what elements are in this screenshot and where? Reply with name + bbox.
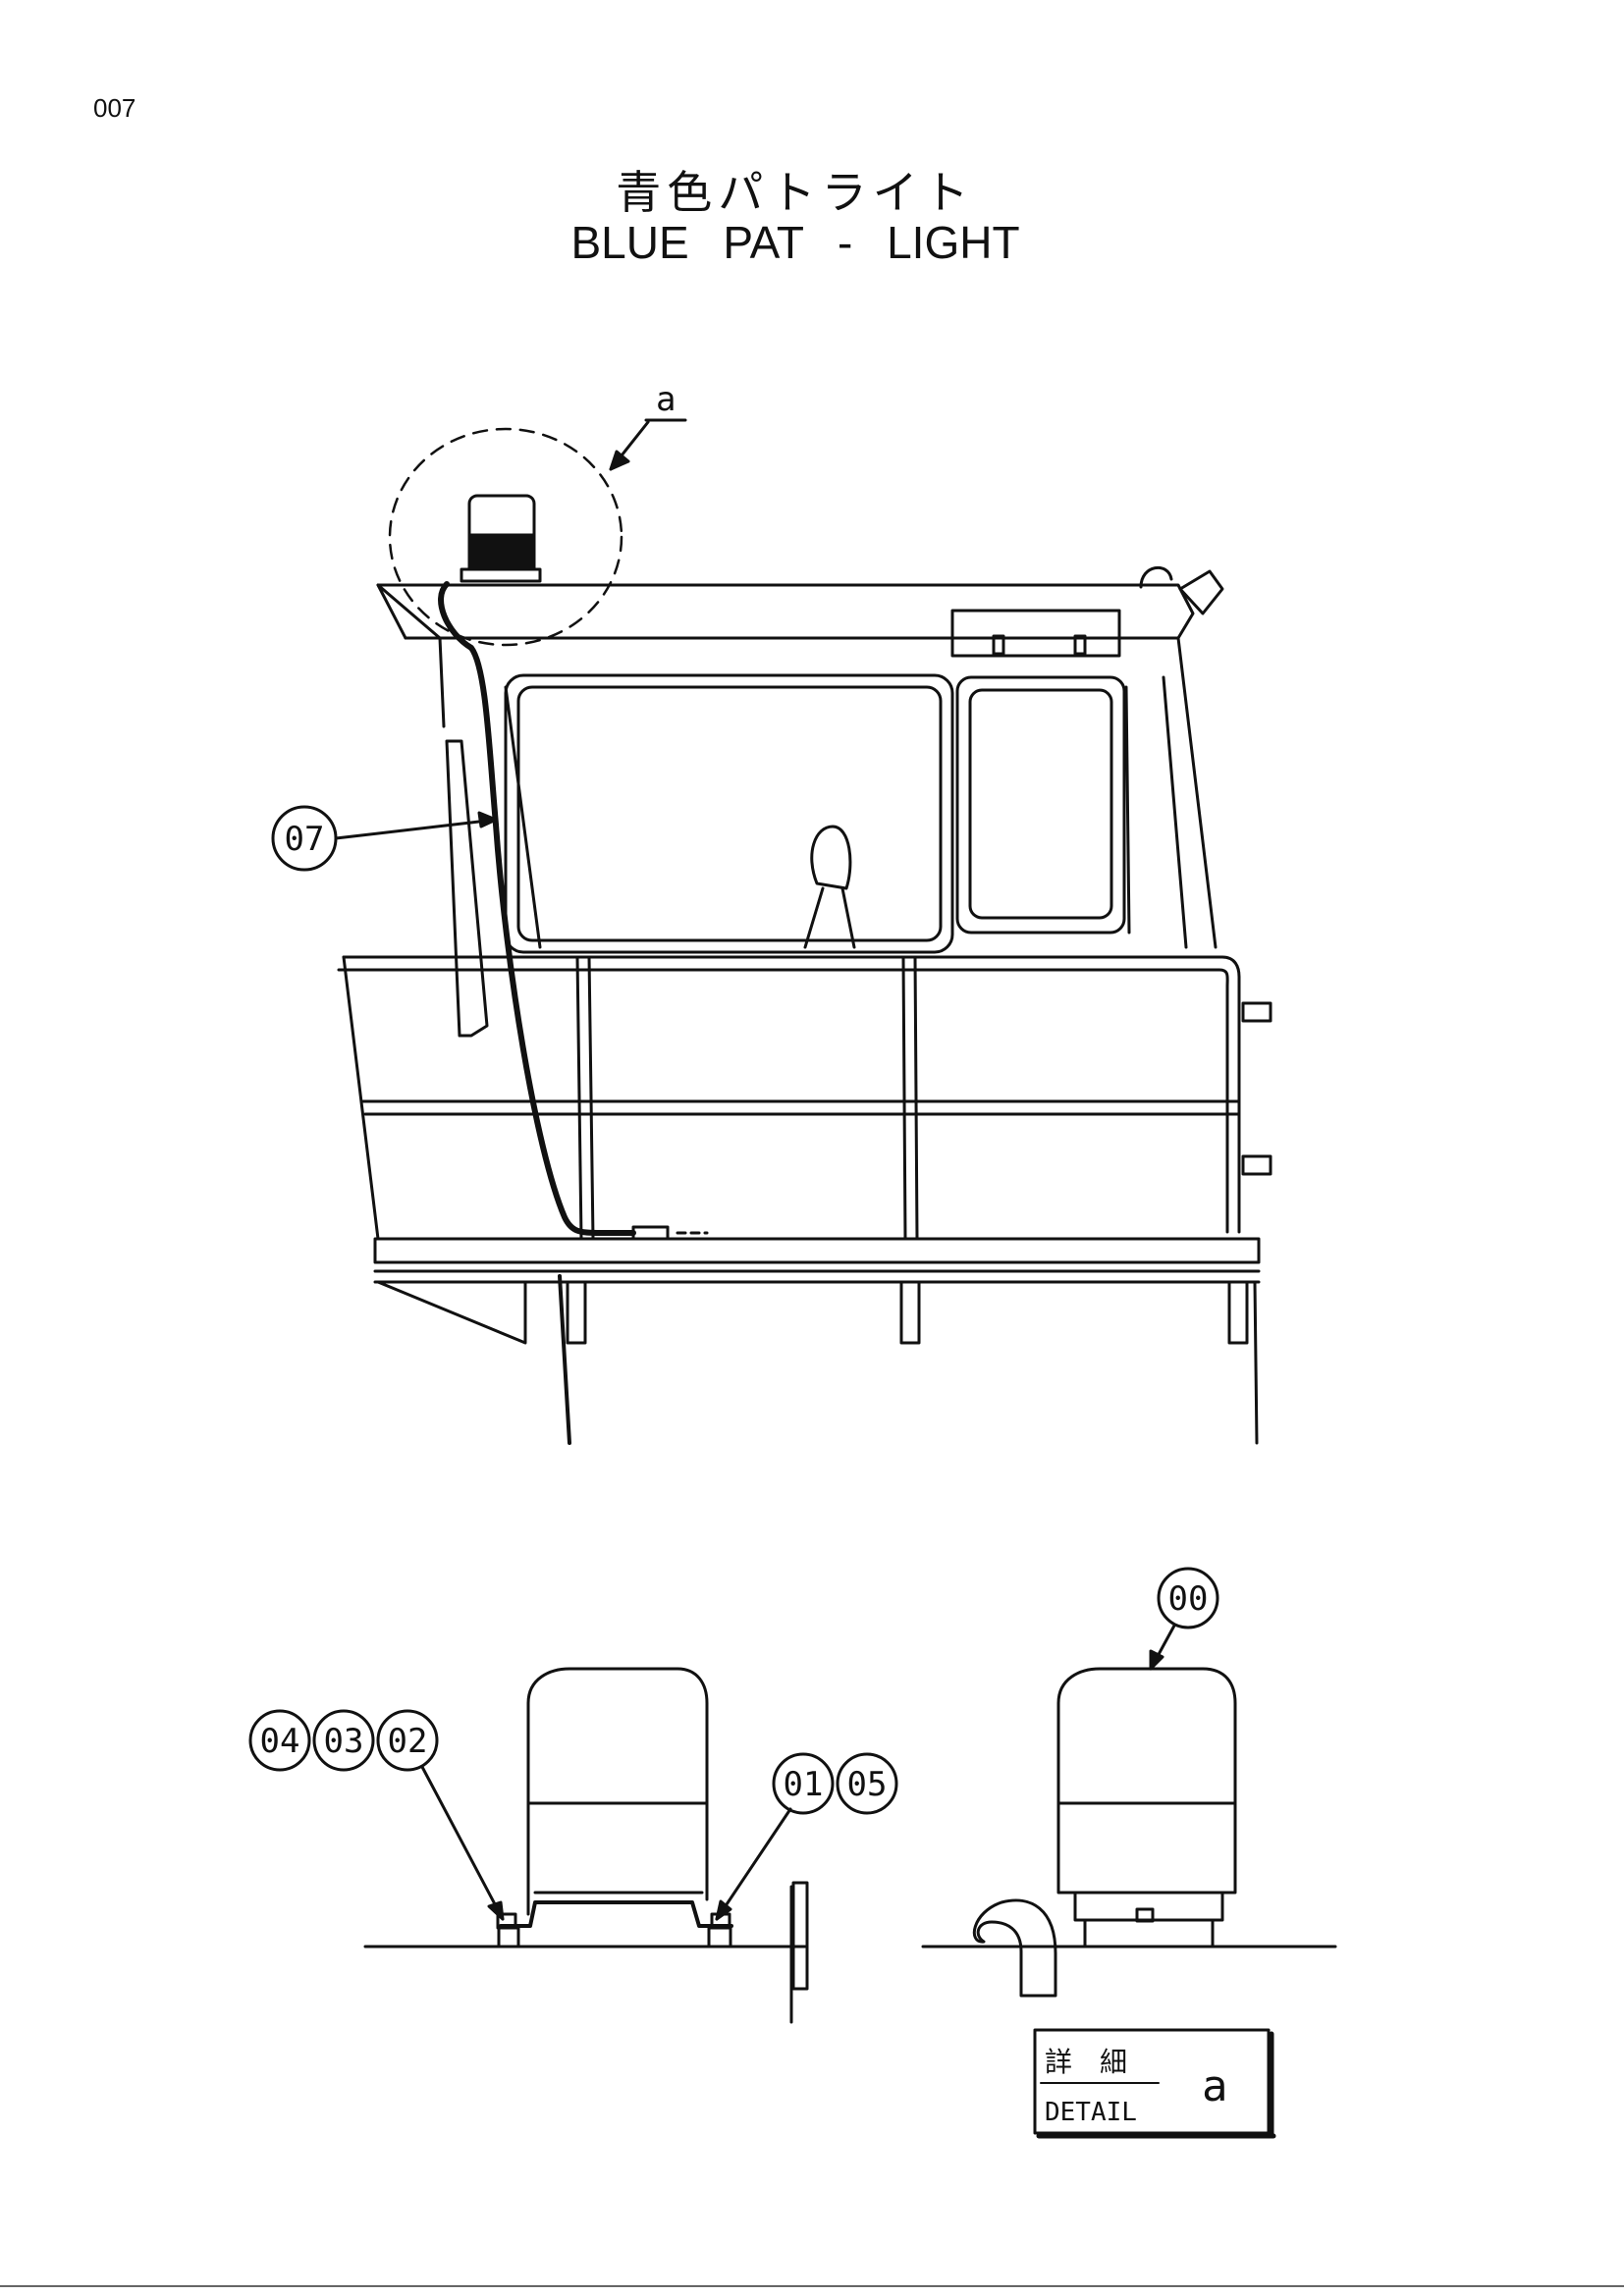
- callout-07-label: 07: [285, 820, 325, 859]
- mount-front-view: [921, 1667, 1337, 1998]
- detail-box-en: DETAIL: [1045, 2098, 1137, 2127]
- callout-00-label: 00: [1168, 1579, 1209, 1619]
- callout-01-circle: [772, 1752, 835, 1815]
- callout-02-circle: [376, 1709, 439, 1772]
- title-english: BLUE PAT - LIGHT: [570, 217, 1020, 268]
- detail-label-box: [1033, 2028, 1276, 2139]
- roof-patlite: [460, 494, 542, 583]
- callout-01-leader: [715, 1807, 792, 1921]
- callout-05-label: 05: [847, 1765, 888, 1804]
- callout-03-label: 03: [324, 1722, 364, 1761]
- callout-03-circle: [312, 1709, 375, 1772]
- cable-harness: [438, 581, 636, 1236]
- mount-side-view: [363, 1667, 809, 2024]
- cab-drawing: [376, 565, 1224, 1038]
- callout-07-leader: [334, 818, 498, 840]
- callout-02-label: 02: [388, 1722, 428, 1761]
- callout-00-circle: [1157, 1567, 1219, 1629]
- cable-down: [558, 1274, 571, 1445]
- detail-a-arrowhead: [609, 450, 630, 471]
- railing-drawing: [337, 955, 1272, 1445]
- detail-a-label: a: [656, 380, 676, 419]
- callout-04-label: 04: [260, 1722, 300, 1761]
- callout-02-leader: [420, 1765, 505, 1921]
- callout-01-label: 01: [784, 1765, 824, 1804]
- callout-05-circle: [836, 1752, 898, 1815]
- title-japanese: 青色パトライト: [616, 166, 975, 219]
- callout-04-circle: [248, 1709, 311, 1772]
- detail-box-ref: a: [1202, 2061, 1228, 2111]
- page-number: 007: [93, 93, 136, 123]
- detail-box-jp: 詳 細: [1045, 2046, 1127, 2078]
- detail-a-ellipse: [388, 427, 623, 647]
